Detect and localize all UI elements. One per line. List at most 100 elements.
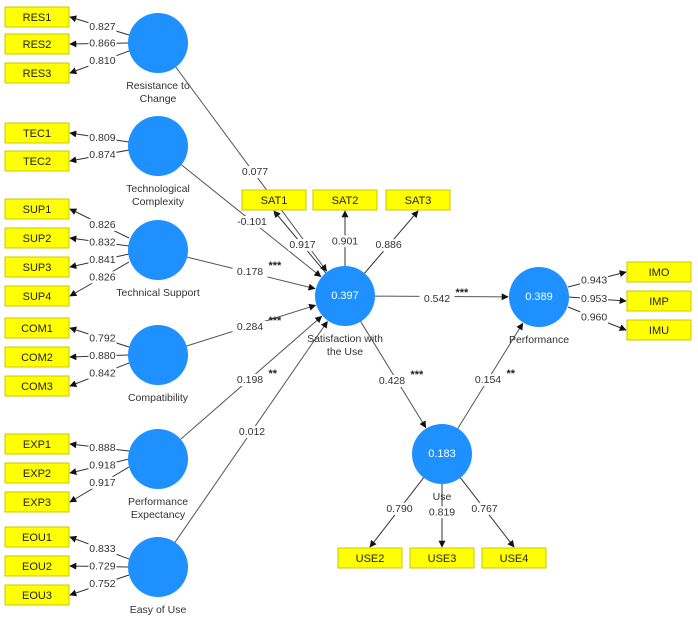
path-coefficient-eou-sat: 0.012 bbox=[234, 426, 270, 438]
indicator-box[interactable] bbox=[4, 122, 70, 144]
indicator-box[interactable] bbox=[4, 462, 70, 484]
indicator-tec1[interactable]: TEC1 bbox=[4, 122, 70, 144]
indicator-box[interactable] bbox=[241, 189, 307, 211]
latent-label: Use bbox=[433, 491, 452, 503]
indicator-imo[interactable]: IMO bbox=[626, 261, 692, 283]
latent-circle[interactable] bbox=[128, 116, 188, 176]
latent-circle[interactable] bbox=[128, 220, 188, 280]
indicator-box[interactable] bbox=[4, 526, 70, 548]
indicator-name: SAT3 bbox=[405, 195, 432, 207]
latent-eou[interactable] bbox=[128, 537, 188, 597]
indicator-box[interactable] bbox=[4, 491, 70, 513]
svg-text:0.809: 0.809 bbox=[89, 132, 115, 144]
indicator-sup4[interactable]: SUP4 bbox=[4, 285, 70, 307]
indicator-box[interactable] bbox=[626, 290, 692, 312]
indicator-imu[interactable]: IMU bbox=[626, 319, 692, 341]
indicator-box[interactable] bbox=[4, 375, 70, 397]
indicator-res3[interactable]: RES3 bbox=[4, 62, 70, 84]
indicator-sup1[interactable]: SUP1 bbox=[4, 198, 70, 220]
indicator-sup3[interactable]: SUP3 bbox=[4, 256, 70, 278]
indicator-name: TEC1 bbox=[23, 128, 51, 140]
latent-sup[interactable] bbox=[128, 220, 188, 280]
indicator-com1[interactable]: COM1 bbox=[4, 317, 70, 339]
indicator-box[interactable] bbox=[4, 150, 70, 172]
indicator-box[interactable] bbox=[385, 189, 451, 211]
indicator-tec2[interactable]: TEC2 bbox=[4, 150, 70, 172]
indicator-exp1[interactable]: EXP1 bbox=[4, 433, 70, 455]
svg-text:0.943: 0.943 bbox=[581, 274, 607, 286]
indicator-eou1[interactable]: EOU1 bbox=[4, 526, 70, 548]
latent-circle[interactable] bbox=[315, 266, 375, 326]
significance-stars: *** bbox=[411, 369, 425, 381]
indicator-name: COM1 bbox=[21, 323, 53, 335]
latent-exp[interactable] bbox=[128, 429, 188, 489]
loading-label-sat2: 0.901 bbox=[331, 235, 359, 248]
indicator-com2[interactable]: COM2 bbox=[4, 346, 70, 368]
indicator-res1[interactable]: RES1 bbox=[4, 6, 70, 28]
indicator-box[interactable] bbox=[4, 227, 70, 249]
indicator-box[interactable] bbox=[4, 6, 70, 28]
latent-sat[interactable]: 0.397 bbox=[315, 266, 375, 326]
coef-value: 0.198 bbox=[237, 374, 263, 386]
indicator-box[interactable] bbox=[481, 547, 547, 569]
indicator-box[interactable] bbox=[312, 189, 378, 211]
svg-text:0.819: 0.819 bbox=[429, 506, 455, 518]
indicator-box[interactable] bbox=[4, 62, 70, 84]
indicator-use2[interactable]: USE2 bbox=[337, 547, 403, 569]
indicator-exp3[interactable]: EXP3 bbox=[4, 491, 70, 513]
indicator-box[interactable] bbox=[4, 433, 70, 455]
latent-circle[interactable] bbox=[128, 325, 188, 385]
indicator-box[interactable] bbox=[4, 33, 70, 55]
indicator-name: SUP1 bbox=[23, 204, 52, 216]
indicator-name: IMP bbox=[649, 296, 669, 308]
latent-label: Performance bbox=[509, 334, 569, 346]
indicator-exp2[interactable]: EXP2 bbox=[4, 462, 70, 484]
latent-circle[interactable] bbox=[128, 13, 188, 73]
svg-text:0.842: 0.842 bbox=[89, 367, 115, 379]
indicator-box[interactable] bbox=[626, 319, 692, 341]
indicator-res2[interactable]: RES2 bbox=[4, 33, 70, 55]
latent-use[interactable]: 0.183 bbox=[412, 424, 472, 484]
indicator-name: TEC2 bbox=[23, 156, 51, 168]
indicator-box[interactable] bbox=[626, 261, 692, 283]
indicator-box[interactable] bbox=[4, 555, 70, 577]
path-coefficient-sat-use: 0.428*** bbox=[374, 369, 425, 387]
latent-res[interactable] bbox=[128, 13, 188, 73]
indicator-sup2[interactable]: SUP2 bbox=[4, 227, 70, 249]
loading-label-com3: 0.842 bbox=[88, 367, 117, 380]
latent-label: Easy of Use bbox=[130, 604, 187, 616]
path-coefficient-com-sat: 0.284*** bbox=[232, 315, 282, 333]
latent-com[interactable] bbox=[128, 325, 188, 385]
indicator-box[interactable] bbox=[337, 547, 403, 569]
loading-label-sat1: 0.917 bbox=[288, 239, 317, 252]
indicator-eou3[interactable]: EOU3 bbox=[4, 584, 70, 606]
latent-per[interactable]: 0.389 bbox=[509, 267, 569, 327]
significance-stars: ** bbox=[269, 368, 278, 380]
latent-circle[interactable] bbox=[509, 267, 569, 327]
coef-value: 0.012 bbox=[239, 426, 265, 438]
indicator-box[interactable] bbox=[4, 317, 70, 339]
indicator-use4[interactable]: USE4 bbox=[481, 547, 547, 569]
indicator-eou2[interactable]: EOU2 bbox=[4, 555, 70, 577]
latent-tec[interactable] bbox=[128, 116, 188, 176]
latent-circle[interactable] bbox=[128, 537, 188, 597]
indicator-box[interactable] bbox=[409, 547, 475, 569]
indicator-sat3[interactable]: SAT3 bbox=[385, 189, 451, 211]
indicator-box[interactable] bbox=[4, 198, 70, 220]
latent-circle[interactable] bbox=[412, 424, 472, 484]
indicator-box[interactable] bbox=[4, 256, 70, 278]
indicator-name: SAT1 bbox=[261, 195, 288, 207]
indicator-use3[interactable]: USE3 bbox=[409, 547, 475, 569]
indicator-sat1[interactable]: SAT1 bbox=[241, 189, 307, 211]
loading-label-com2: 0.880 bbox=[88, 349, 117, 362]
indicator-box[interactable] bbox=[4, 346, 70, 368]
indicator-imp[interactable]: IMP bbox=[626, 290, 692, 312]
svg-text:0.841: 0.841 bbox=[89, 254, 115, 266]
indicator-name: RES2 bbox=[23, 39, 52, 51]
indicator-com3[interactable]: COM3 bbox=[4, 375, 70, 397]
latent-circle[interactable] bbox=[128, 429, 188, 489]
indicator-box[interactable] bbox=[4, 285, 70, 307]
indicator-box[interactable] bbox=[4, 584, 70, 606]
loading-label-use3: 0.819 bbox=[428, 506, 456, 519]
indicator-sat2[interactable]: SAT2 bbox=[312, 189, 378, 211]
